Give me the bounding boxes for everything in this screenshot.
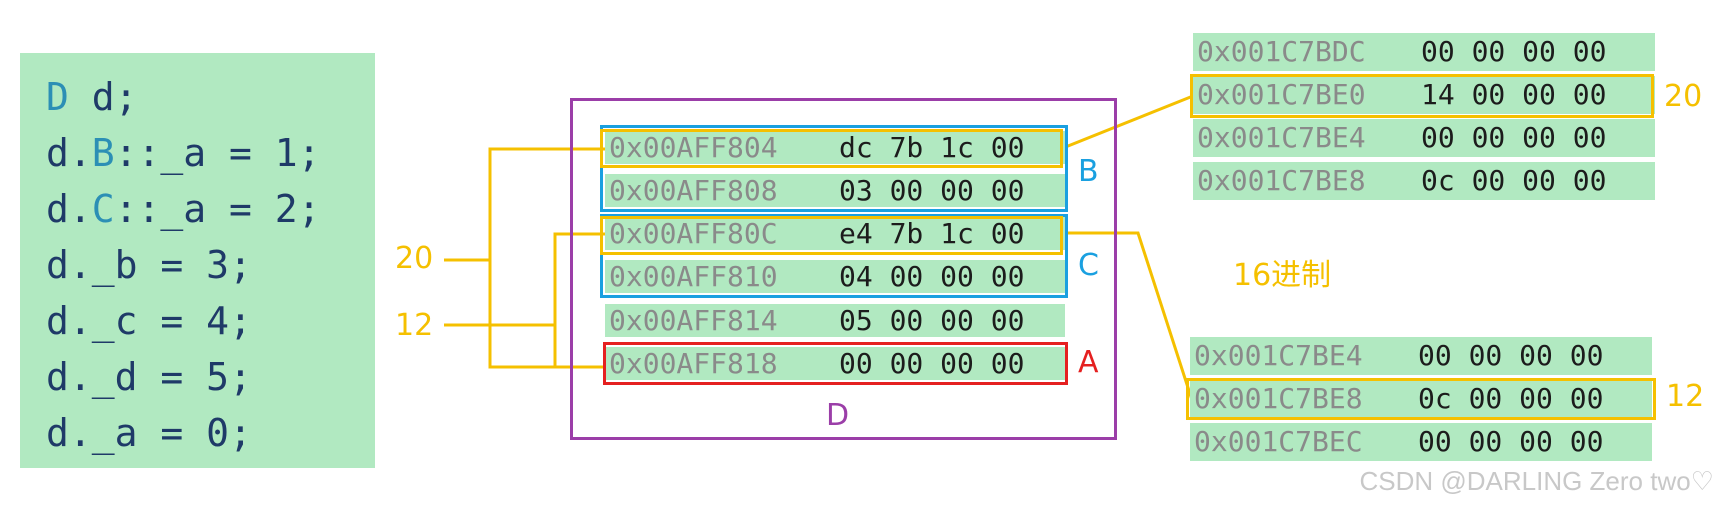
memory-bytes: e4 7b 1c 00 <box>839 217 1025 250</box>
offset-20-left-label: 20 <box>395 241 434 276</box>
code-line-2: d.B::_a = 1; <box>46 125 321 181</box>
code-token: d; <box>68 75 138 119</box>
memory-address: 0x00AFF808 <box>609 174 778 207</box>
memory-bytes: 05 00 00 00 <box>839 304 1025 337</box>
offset-12-left-label: 12 <box>395 308 434 343</box>
memory-address: 0x001C7BE0 <box>1197 78 1366 111</box>
memory-bytes: 00 00 00 00 <box>839 347 1025 380</box>
code-token: d._a = 0; <box>46 411 252 455</box>
vbtable-b-highlight <box>1190 74 1654 118</box>
link-to-bottom-memory <box>1063 231 1194 401</box>
vbtable-b-row: 0x001C7BE4 00 00 00 00 <box>1193 119 1655 157</box>
vbtable-c-highlight <box>1186 378 1656 420</box>
memory-address: 0x00AFF810 <box>609 260 778 293</box>
memory-address: 0x00AFF814 <box>609 304 778 337</box>
code-line-7: d._a = 0; <box>46 405 252 461</box>
code-token: B <box>91 131 115 175</box>
memory-row: 0x00AFF804 dc 7b 1c 00 <box>605 131 1065 164</box>
label-d: D <box>826 398 850 433</box>
code-token: d._c = 4; <box>46 299 252 343</box>
memory-address: 0x001C7BE4 <box>1194 339 1363 372</box>
code-token: d. <box>46 187 92 231</box>
vbtable-b-row: 0x001C7BE0 14 00 00 00 <box>1193 76 1655 114</box>
memory-bytes: 14 00 00 00 <box>1421 78 1607 111</box>
memory-bytes: 00 00 00 00 <box>1418 339 1604 372</box>
code-token: D <box>46 75 69 119</box>
memory-address: 0x001C7BE8 <box>1197 164 1366 197</box>
vbptr-b-highlight <box>600 129 1063 168</box>
hex-note: 16进制 <box>1233 258 1332 293</box>
offset-20-right-label: 20 <box>1664 79 1703 114</box>
memory-row: 0x00AFF80C e4 7b 1c 00 <box>605 217 1065 250</box>
memory-address: 0x001C7BE4 <box>1197 121 1366 154</box>
memory-row: 0x00AFF808 03 00 00 00 <box>605 174 1065 207</box>
memory-address: 0x001C7BE8 <box>1194 382 1363 415</box>
code-token: ::_a = 2; <box>114 187 321 231</box>
vbtable-c-row: 0x001C7BE4 00 00 00 00 <box>1190 337 1652 375</box>
memory-bytes: 00 00 00 00 <box>1421 35 1607 68</box>
code-line-6: d._d = 5; <box>46 349 252 405</box>
memory-bytes: 03 00 00 00 <box>839 174 1025 207</box>
code-token: ::_a = 1; <box>114 131 321 175</box>
label-b: B <box>1078 154 1099 189</box>
code-token: d._d = 5; <box>46 355 252 399</box>
code-line-5: d._c = 4; <box>46 293 252 349</box>
memory-bytes: 00 00 00 00 <box>1418 425 1604 458</box>
code-token: d. <box>46 131 92 175</box>
offset-12-right-label: 12 <box>1666 379 1705 414</box>
memory-bytes: dc 7b 1c 00 <box>839 131 1025 164</box>
code-token: d._b = 3; <box>46 243 252 287</box>
memory-address: 0x001C7BDC <box>1197 35 1366 68</box>
subobject-c-box <box>600 214 1068 298</box>
memory-address: 0x001C7BEC <box>1194 425 1363 458</box>
object-d-box <box>570 98 1117 440</box>
offset-20-bracket <box>488 147 605 369</box>
label-c: C <box>1078 248 1099 283</box>
subobject-a-box <box>603 342 1068 385</box>
memory-row: 0x00AFF810 04 00 00 00 <box>605 260 1065 293</box>
memory-address: 0x00AFF804 <box>609 131 778 164</box>
vbtable-b-row: 0x001C7BDC 00 00 00 00 <box>1193 33 1655 71</box>
link-to-top-memory <box>1062 92 1199 150</box>
watermark: CSDN @DARLING Zero two♡ <box>1359 466 1714 496</box>
memory-address: 0x00AFF818 <box>609 347 778 380</box>
code-line-1: D d; <box>46 69 138 125</box>
memory-address: 0x00AFF80C <box>609 217 778 250</box>
code-panel: D d; d.B::_a = 1; d.C::_a = 2; d._b = 3;… <box>20 53 375 468</box>
memory-bytes: 0c 00 00 00 <box>1418 382 1604 415</box>
subobject-b-box <box>600 125 1068 212</box>
vbtable-c-row: 0x001C7BEC 00 00 00 00 <box>1190 423 1652 461</box>
code-line-4: d._b = 3; <box>46 237 252 293</box>
vbtable-b-row: 0x001C7BE8 0c 00 00 00 <box>1193 162 1655 200</box>
memory-bytes: 0c 00 00 00 <box>1421 164 1607 197</box>
code-line-3: d.C::_a = 2; <box>46 181 321 237</box>
vbtable-c-row: 0x001C7BE8 0c 00 00 00 <box>1190 380 1652 418</box>
code-token: C <box>91 187 115 231</box>
memory-row: 0x00AFF818 00 00 00 00 <box>605 347 1065 380</box>
vbptr-c-highlight <box>600 216 1063 255</box>
memory-bytes: 00 00 00 00 <box>1421 121 1607 154</box>
offset-12-bracket <box>553 232 605 369</box>
memory-row: 0x00AFF814 05 00 00 00 <box>605 304 1065 337</box>
memory-bytes: 04 00 00 00 <box>839 260 1025 293</box>
label-a: A <box>1078 345 1099 380</box>
